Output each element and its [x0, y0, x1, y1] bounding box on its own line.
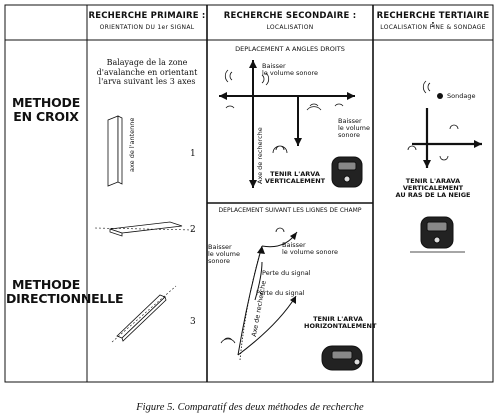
signal-loss-upper-note: Perte du signal: [262, 269, 311, 277]
lower-volume-top-note: Baisser le volume sonore: [262, 62, 319, 78]
primary-instruction: Balayage de la zone d'avalanche en orien…: [96, 58, 198, 87]
arva-device-diagonal: [116, 294, 167, 342]
probe-point-icon: [437, 93, 443, 99]
hold-horizontal-note: TENIR L'ARVA HORIZONTALEMENT: [304, 315, 377, 331]
row-label-cross-method: METHODE EN CROIX: [11, 95, 81, 125]
arva-device-vertical: [107, 115, 123, 187]
header-secondary-title: RECHERCHE SECONDAIRE :: [223, 11, 357, 21]
arva-device-horizontal: [109, 221, 183, 237]
lower-volume-upper-note: Baisser le volume sonore: [282, 241, 339, 257]
header-primary-subtitle: ORIENTATION DU 1er SIGNAL: [99, 24, 195, 31]
figure-caption: Figure 5. Comparatif des deux méthodes d…: [136, 402, 364, 413]
antenna-axis-label: axe de l'antenne: [128, 117, 136, 172]
lower-volume-left-note: Baisser le volume sonore: [208, 243, 240, 266]
signal-wave-icons-directional: [220, 227, 285, 344]
header-tertiary-subtitle: LOCALISATION FINE & SONDAGE: [380, 24, 486, 31]
table-frame: [4, 4, 494, 383]
header-tertiary-title: RECHERCHE TERTIAIRE :: [376, 11, 490, 30]
header-secondary-subtitle: LOCALISATION: [266, 24, 314, 31]
step-number-1: 1: [190, 149, 196, 159]
right-angle-path: [219, 60, 355, 188]
arva-unit-vertical-icon: [331, 156, 363, 188]
step-number-3: 3: [190, 317, 196, 327]
row-label-directional-method: METHODE DIRECTIONNELLE: [6, 277, 124, 307]
probe-label: Sondage: [447, 92, 476, 100]
step-number-2: 2: [190, 225, 196, 235]
right-angle-title: DEPLACEMENT A ANGLES DROITS: [235, 45, 345, 53]
arva-unit-horizontal-icon: [321, 345, 363, 371]
field-lines-title: DEPLACEMENT SUIVANT LES LIGNES DE CHAMP: [218, 207, 362, 214]
signal-wave-icons: [224, 69, 344, 154]
arva-unit-tertiary-icon: [410, 216, 465, 253]
header-primary-title: RECHERCHE PRIMAIRE :: [88, 11, 206, 21]
lower-volume-right-note: Baisser le volume sonore: [338, 117, 370, 140]
cross-probe-path: [412, 108, 482, 168]
hold-vertical-note: TENIR L'ARVA VERTICALEMENT: [264, 170, 326, 186]
hold-at-snow-note: TENIR L'ARAVA VERTICALEMENT AU RAS DE LA…: [395, 177, 471, 200]
signal-loss-lower-note: Perte du signal: [256, 289, 305, 297]
tertiary-wave-icons: [407, 80, 459, 161]
